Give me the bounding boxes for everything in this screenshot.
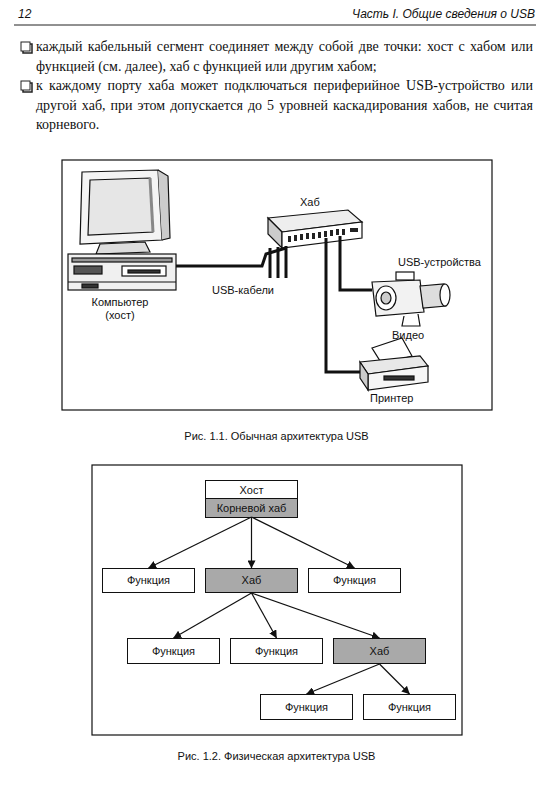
figure-frame [92, 465, 462, 735]
tree-arrow [380, 664, 410, 694]
printer-illustration [360, 338, 428, 390]
root-hub-box: Корневой хаб [206, 498, 297, 517]
tree-arrow [307, 664, 380, 694]
part-label: Принтер [370, 392, 413, 404]
page-number: 12 [18, 7, 31, 21]
function-box: Функция [127, 638, 220, 664]
node-text: Функция [103, 569, 194, 592]
function-box: Функция [363, 694, 456, 720]
node-text: Функция [128, 639, 219, 663]
bullet-square [21, 42, 32, 53]
tree-arrow [174, 593, 252, 638]
node-text: Хаб [206, 569, 297, 592]
hub-box: Хаб [333, 638, 426, 664]
part-label: Видео [392, 329, 424, 341]
part-label: USB-устройства [398, 256, 481, 268]
part-label: Компьютер (хост) [90, 296, 150, 322]
part-label: Хаб [300, 196, 320, 208]
node-text: Функция [261, 695, 352, 719]
hub-illustration [268, 210, 362, 248]
camera-illustration [372, 272, 450, 326]
figure-frame [62, 160, 492, 410]
function-box: Функция [230, 638, 323, 664]
tree-arrow [149, 517, 252, 568]
tree-arrow [251, 517, 252, 568]
function-box: Функция [260, 694, 353, 720]
bullet-square [21, 81, 32, 92]
function-box: Функция [102, 568, 195, 593]
node-text: Корневой хаб [206, 499, 297, 518]
figure-caption: Рис. 1.2. Физическая архитектура USB [0, 750, 553, 762]
function-box: Функция [308, 568, 401, 593]
host-box: ХостКорневой хаб [205, 480, 298, 518]
node-text: Хаб [334, 639, 425, 663]
node-text: Функция [231, 639, 322, 663]
hub-box: Хаб [205, 568, 298, 593]
computer-illustration [68, 170, 176, 290]
header-rule [14, 25, 536, 26]
running-header: Часть I. Общие сведения о USB [352, 7, 535, 21]
node-text: Функция [364, 695, 455, 719]
tree-arrow [252, 593, 380, 638]
tree-arrow [252, 517, 355, 568]
node-text: Функция [309, 569, 400, 592]
body-paragraph: к каждому порту хаба может подключаться … [36, 76, 533, 135]
tree-arrow [252, 593, 277, 638]
usb-cable [176, 236, 372, 372]
figure-caption: Рис. 1.1. Обычная архитектура USB [0, 430, 553, 442]
part-label: USB-кабели [212, 284, 274, 296]
node-text: Хост [206, 481, 297, 499]
body-paragraph: каждый кабельный сегмент соединяет между… [36, 37, 533, 76]
